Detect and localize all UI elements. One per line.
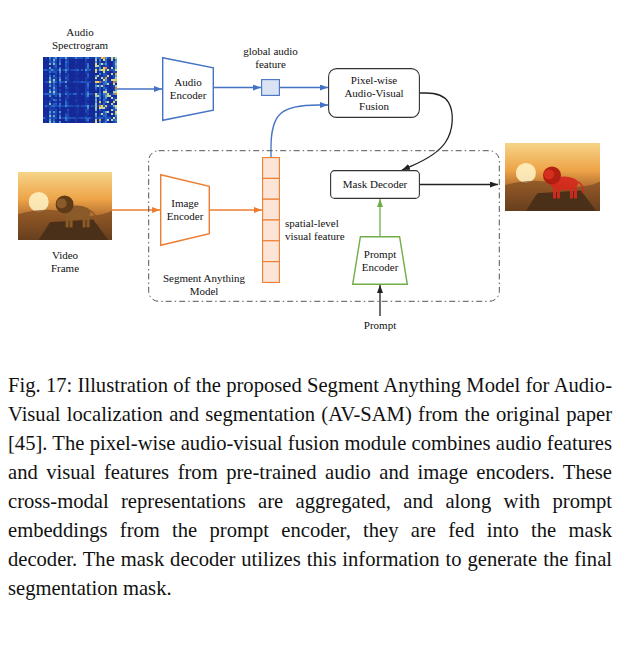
mask-decoder: Mask Decoder <box>330 170 420 199</box>
flow-arrow <box>117 88 162 89</box>
segmented-output-image <box>505 143 600 211</box>
node-label: spatial-level visual feature <box>285 217 359 243</box>
flow-arrow <box>280 87 328 88</box>
node-label: Prompt <box>364 319 396 332</box>
node-label: Pixel-wise Audio-Visual Fusion <box>338 74 410 113</box>
video-frame-image: Video Frame <box>18 172 112 240</box>
flow-arrow <box>379 285 380 316</box>
visual-feature-column-shape <box>262 157 280 283</box>
node-label: Mask Decoder <box>343 178 407 191</box>
flow-arrow <box>271 105 328 157</box>
prompt-encoder: Prompt Encoder <box>352 236 408 285</box>
node-label: global audio feature <box>235 45 307 71</box>
node-label: Image Encoder <box>165 197 205 223</box>
visual-feature-column: spatial-level visual feature <box>262 157 280 283</box>
image-encoder: Image Encoder <box>160 174 210 246</box>
audio-feature-token: global audio feature <box>261 79 280 96</box>
flow-arrow <box>379 199 380 236</box>
fusion-module: Pixel-wise Audio-Visual Fusion <box>328 68 420 118</box>
node-label: Prompt Encoder <box>357 248 403 274</box>
audio-encoder: Audio Encoder <box>162 57 214 121</box>
node-label: Segment Anything Model <box>154 272 254 298</box>
audio-feature-token-shape <box>261 79 280 96</box>
spectrogram-image-shape <box>43 57 117 122</box>
video-frame-image-shape <box>18 172 112 240</box>
sam-region: Image Encoder spatial-level visual featur… <box>148 150 500 302</box>
spectrogram-image: Audio Spectrogram <box>43 57 117 122</box>
flow-arrow <box>214 87 261 88</box>
flow-arrow <box>112 209 160 210</box>
prompt-input: Prompt <box>355 316 405 335</box>
flow-arrow <box>210 209 262 210</box>
node-label: Audio Encoder <box>167 76 209 102</box>
figure-caption: Fig. 17: Illustration of the proposed Se… <box>8 371 612 603</box>
node-label: Audio Spectrogram <box>40 26 120 52</box>
output-arrow <box>420 184 498 185</box>
node-label: Video Frame <box>43 249 87 275</box>
